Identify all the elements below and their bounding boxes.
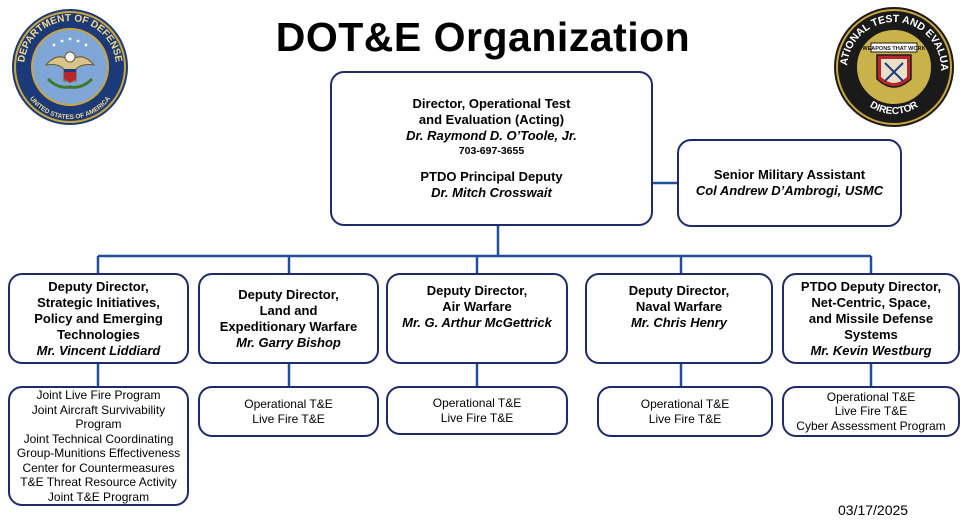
deputy-title-line: Deputy Director,	[426, 283, 528, 298]
military-assistant-name: Col Andrew D’Ambrogi, USMC	[695, 183, 884, 198]
deputy-name: Mr. Garry Bishop	[236, 334, 341, 350]
deputy-title-line: Deputy Director,	[238, 286, 339, 302]
program-item: Live Fire T&E	[252, 411, 325, 426]
program-item: Operational T&E	[432, 396, 522, 410]
program-item: Cyber Assessment Program	[796, 418, 946, 433]
program-item: Operational T&E	[826, 389, 916, 404]
deputy-title-line: Naval Warfare	[635, 299, 723, 314]
deputy-title-line: Policy and Emerging	[34, 310, 163, 326]
dote-seal-logo: OPERATIONAL TEST AND EVALUATION DIRECTOR…	[827, 5, 954, 127]
military-assistant-box: Senior Military Assistant Col Andrew D’A…	[677, 139, 902, 227]
program-item: Operational T&E	[244, 397, 333, 411]
deputy-box-naval-warfare: Deputy Director, Naval Warfare Mr. Chris…	[585, 273, 773, 364]
program-item: Joint Live Fire Program	[36, 388, 161, 402]
program-item: T&E Threat Resource Activity	[20, 475, 177, 489]
director-title-line-1: Director, Operational Test	[412, 96, 571, 111]
director-title-line-2: and Evaluation (Acting)	[418, 112, 565, 127]
deputy-box-land-expeditionary: Deputy Director, Land and Expeditionary …	[198, 273, 379, 364]
deputy-title-line: and Missile Defense	[808, 310, 934, 326]
program-item: Program	[75, 417, 122, 431]
program-item: Live Fire T&E	[834, 404, 908, 419]
dote-seal-bottom-text: DIRECTOR	[868, 99, 921, 117]
svg-text:DIRECTOR: DIRECTOR	[868, 99, 921, 117]
programs-box-air-warfare: Operational T&E Live Fire T&E	[386, 386, 568, 435]
deputy-box-net-centric-space: PTDO Deputy Director, Net-Centric, Space…	[782, 273, 960, 364]
deputy-name: Mr. Chris Henry	[630, 315, 728, 330]
programs-box-strategic-initiatives: Joint Live Fire Program Joint Aircraft S…	[8, 386, 189, 506]
program-item: Joint Technical Coordinating	[23, 431, 174, 446]
deputy-name: Mr. G. Arthur McGettrick	[402, 315, 552, 330]
program-item: Center for Countermeasures	[22, 460, 175, 475]
dod-seal-logo: DEPARTMENT OF DEFENSE UNITED STATES OF A…	[12, 9, 128, 125]
deputy-name: Mr. Kevin Westburg	[810, 342, 932, 358]
programs-box-net-centric-space: Operational T&E Live Fire T&E Cyber Asse…	[782, 386, 960, 437]
deputy-title-line: Technologies	[57, 326, 140, 342]
deputy-title-line: Air Warfare	[442, 299, 512, 314]
deputy-box-strategic-initiatives: Deputy Director, Strategic Initiatives, …	[8, 273, 189, 364]
military-assistant-title: Senior Military Assistant	[713, 167, 866, 182]
principal-deputy-title: PTDO Principal Deputy	[420, 169, 563, 184]
deputy-box-air-warfare: Deputy Director, Air Warfare Mr. G. Arth…	[386, 273, 568, 364]
deputy-title-line: PTDO Deputy Director,	[800, 278, 942, 294]
deputy-title-line: Expeditionary Warfare	[219, 318, 358, 334]
program-item: Group-Munitions Effectiveness	[16, 446, 181, 460]
deputy-name: Mr. Vincent Liddiard	[36, 342, 161, 358]
deputy-title-line: Deputy Director,	[628, 283, 730, 298]
deputy-title-line: Deputy Director,	[48, 278, 149, 294]
deputy-title-line: Net-Centric, Space,	[811, 294, 931, 310]
director-phone: 703-697-3655	[458, 145, 525, 157]
program-item: Live Fire T&E	[440, 410, 514, 425]
program-item: Joint Aircraft Survivability	[31, 402, 166, 417]
program-item: Operational T&E	[640, 397, 730, 411]
director-name: Dr. Raymond D. O’Toole, Jr.	[406, 128, 577, 143]
director-box: Director, Operational Test and Evaluatio…	[330, 71, 653, 226]
document-date: 03/17/2025	[838, 502, 909, 518]
program-item: Live Fire T&E	[648, 411, 722, 426]
programs-box-naval-warfare: Operational T&E Live Fire T&E	[597, 386, 773, 437]
program-item: Joint T&E Program	[47, 489, 150, 504]
deputy-title-line: Land and	[259, 302, 318, 318]
dote-seal-banner-text: WEAPONS THAT WORK	[862, 46, 925, 52]
deputy-title-line: Systems	[844, 326, 898, 342]
page-title: DOT&E Organization	[275, 14, 691, 60]
programs-box-land-expeditionary: Operational T&E Live Fire T&E	[198, 386, 379, 437]
deputy-title-line: Strategic Initiatives,	[37, 294, 160, 310]
principal-deputy-name: Dr. Mitch Crosswait	[431, 185, 552, 200]
